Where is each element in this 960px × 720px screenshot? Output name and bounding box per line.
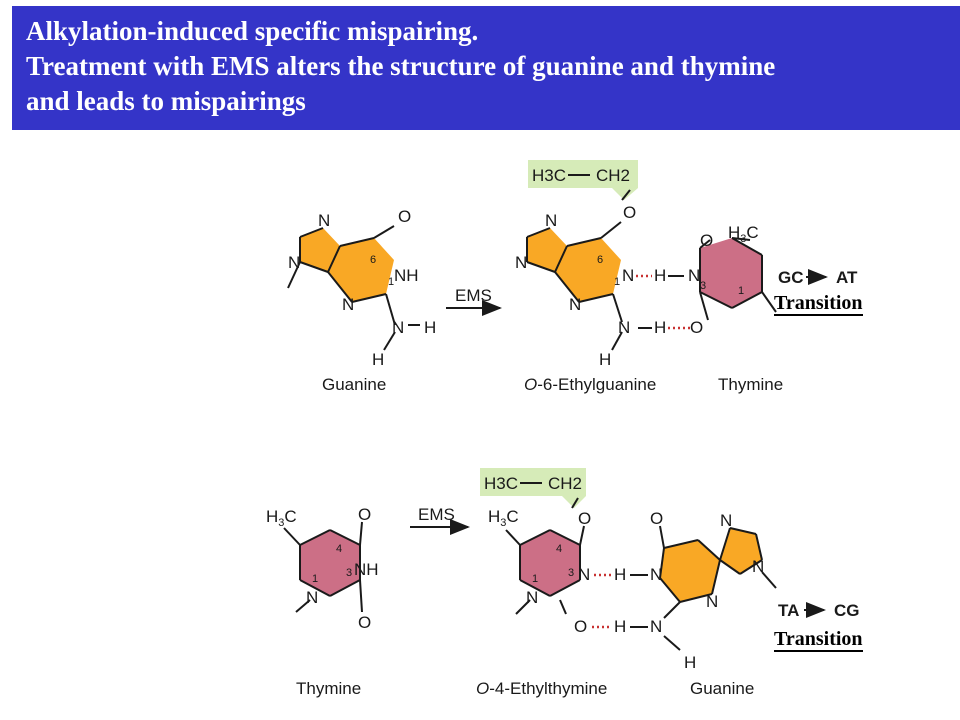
ems-label-top: EMS [455,286,492,305]
product-prefix-top: O [524,375,537,394]
subscript-3: 3 [278,517,284,529]
atom-n: N [650,617,662,636]
product-suffix-top: -6-Ethylguanine [537,375,656,394]
atom-n: N [578,565,590,584]
methyl-h3c: H3C [266,507,297,529]
ethyl-ch2-bottom: CH2 [548,474,582,493]
atom-c: C [506,507,518,526]
atom-n: N [526,588,538,607]
atom-nh: NH [394,266,419,285]
ring-number-3: 3 [568,567,574,579]
atom-o: O [700,231,713,250]
title-line-1: Alkylation-induced specific mispairing. [26,16,479,46]
title-banner: Alkylation-induced specific mispairing. … [12,6,960,130]
ethyl-h3c-bottom: H3C [484,474,518,493]
label-o4-ethylthymine: O-4-Ethylthymine [476,679,607,698]
atom-o: O [574,617,587,636]
subscript-3: 3 [740,233,746,245]
atom-c: C [746,223,758,242]
atom-h: H [684,653,696,672]
atom-c: C [284,507,296,526]
guanine-structure-bottom-right: O N N N N N H [650,509,777,672]
ring-number-3: 3 [346,567,352,579]
o6-ethylguanine-structure: N N N O N N H 6 1 H H [515,189,690,369]
atom-n: N [515,253,527,272]
atom-h: H [372,350,384,369]
ring-number-1: 1 [738,285,744,297]
ems-label-bottom: EMS [418,505,455,524]
atom-n: N [688,266,700,285]
atom-n: N [706,592,718,611]
atom-n: N [569,295,581,314]
ring-number-1: 1 [312,573,318,585]
product-suffix-bottom: -4-Ethylthymine [489,679,607,698]
mutation-from-bottom: TA [778,601,799,620]
atom-o: O [578,509,591,528]
atom-n: N [752,557,764,576]
label-thymine-bottom: Thymine [296,679,361,698]
atom-h: H [614,565,626,584]
mutation-to-top: AT [836,268,858,287]
ring-number-4: 4 [336,543,342,555]
label-thymine-top: Thymine [718,375,783,394]
atom-n: N [342,295,354,314]
atom-h: H [599,350,611,369]
atom-h: H [614,617,626,636]
atom-n: N [650,565,662,584]
ring-number-3: 3 [700,280,706,292]
ethyl-highlight-bottom [480,468,586,508]
atom-o: O [358,613,371,632]
atom-h: H [654,318,666,337]
ethyl-ch2-top: CH2 [596,166,630,185]
methyl-h3c: H3C [488,507,519,529]
mutation-from-top: GC [778,268,804,287]
ring-number-6: 6 [370,254,376,266]
thymine-structure-top-right: N O O H3C 3 1 [688,223,777,337]
label-guanine-top: Guanine [322,375,386,394]
subscript-3: 3 [500,517,506,529]
atom-o: O [650,509,663,528]
atom-n: N [392,318,404,337]
guanine-structure-top-left: N N N O NH N H H 6 1 [287,207,436,369]
atom-n: N [306,588,318,607]
o4-ethylthymine-structure: H3C O N N O 4 3 1 H H [488,497,648,636]
atom-o: O [623,203,636,222]
label-guanine-bottom: Guanine [690,679,754,698]
atom-o: O [690,318,703,337]
ring-number-4: 4 [556,543,562,555]
product-prefix-bottom: O [476,679,489,698]
atom-n: N [545,211,557,230]
methyl-h3c: H3C [728,223,759,245]
atom-n: N [720,511,732,530]
atom-n: N [618,318,630,337]
mutation-to-bottom: CG [834,601,860,620]
transition-label-top: Transition [774,292,863,316]
title-line-3: and leads to mispairings [26,86,306,116]
atom-n: N [622,266,634,285]
ring-number-1: 1 [388,276,394,288]
thymine-structure-bottom-left: H3C O NH N O 4 3 1 [266,505,379,632]
title-line-2: Treatment with EMS alters the structure … [26,51,776,81]
ethyl-highlight-top [528,160,638,200]
atom-h: H [654,266,666,285]
ring-number-1: 1 [614,276,620,288]
label-o6-ethylguanine: O-6-Ethylguanine [524,375,656,394]
atom-n: N [318,211,330,230]
atom-h: H [424,318,436,337]
ethyl-h3c-top: H3C [532,166,566,185]
ring-number-1: 1 [532,573,538,585]
atom-n: N [288,253,300,272]
ring-number-6: 6 [597,254,603,266]
atom-o: O [358,505,371,524]
atom-nh: NH [354,560,379,579]
atom-o: O [398,207,411,226]
transition-label-bottom: Transition [774,628,863,652]
